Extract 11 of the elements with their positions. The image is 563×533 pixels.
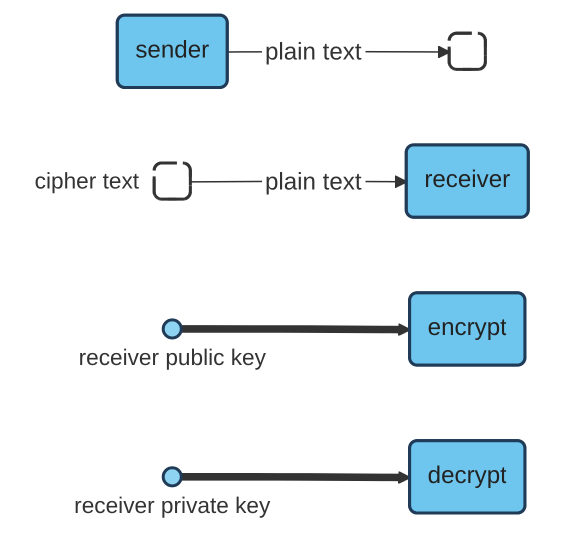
- process-node: encrypt: [408, 291, 526, 367]
- process-node: decrypt: [408, 439, 526, 515]
- key-circle: [162, 466, 183, 488]
- placeholder-box: [448, 32, 487, 71]
- node-caption: receiver private key: [74, 493, 270, 518]
- process-node: sender: [116, 14, 229, 90]
- process-node: receiver: [404, 143, 530, 219]
- key-circle: [162, 318, 183, 340]
- placeholder-box: [152, 161, 192, 201]
- node-caption: receiver public key: [78, 345, 266, 370]
- node-caption: cipher text: [34, 168, 140, 194]
